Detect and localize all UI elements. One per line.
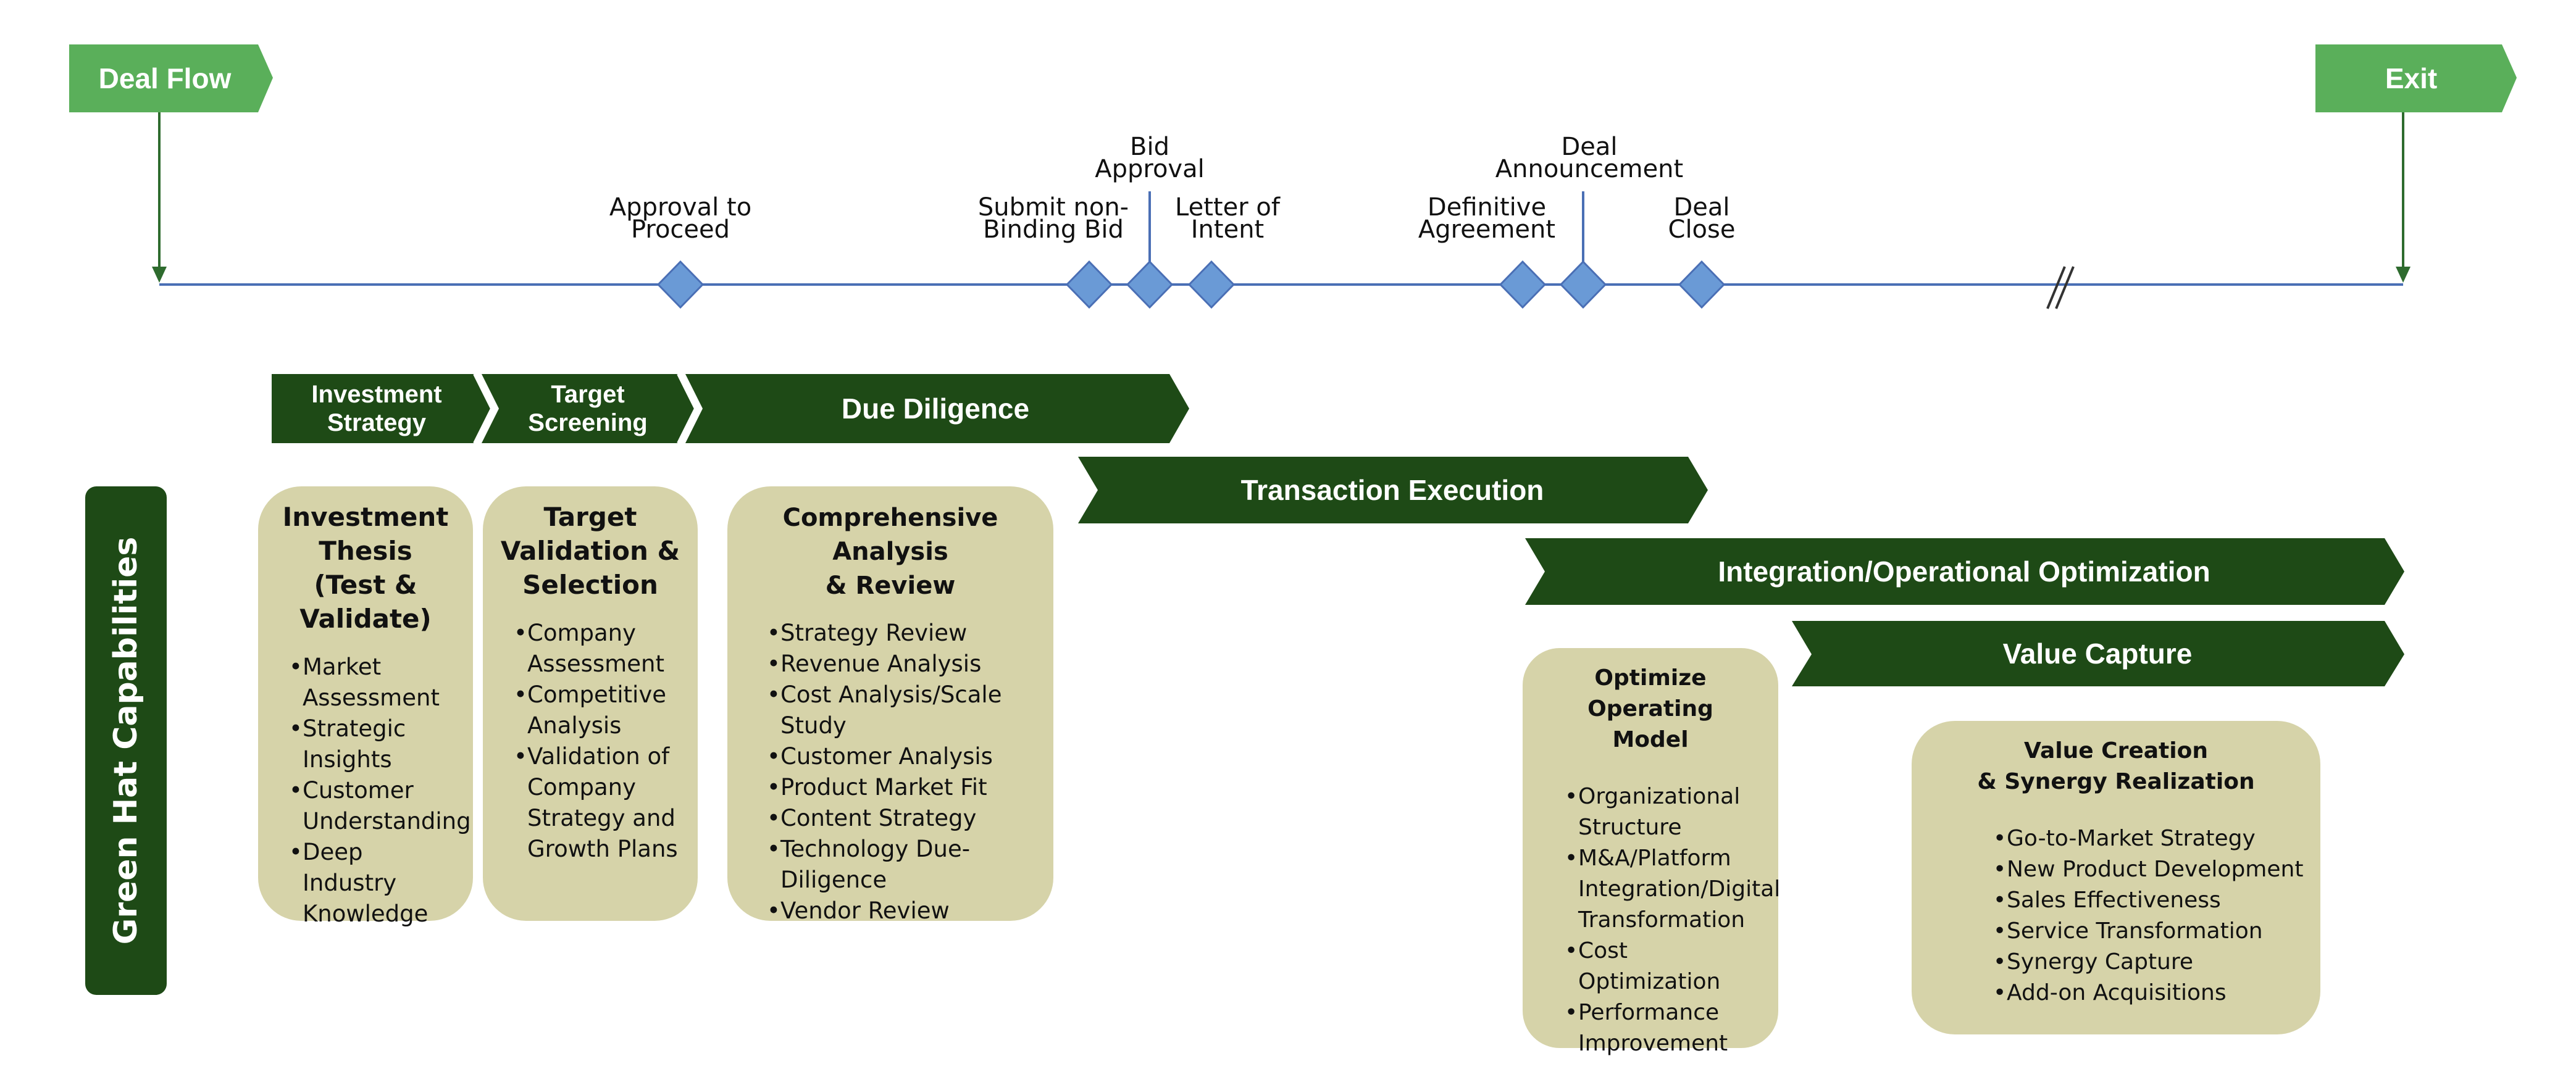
target-validation-card: Target Validation & Selection CompanyAss… [483,486,698,921]
deal-flow-label: Deal Flow [98,62,232,94]
list-item: New Product Development [1993,854,2308,885]
exit-flag [2315,44,2517,112]
submit-bid-diamond [1065,260,1113,309]
list-item: Add-on Acquisitions [1993,978,2308,1009]
definitive-agreement-diamond [1499,260,1547,309]
transaction-execution-arrow [1078,457,1708,523]
transaction-execution-phase: Transaction Execution [1240,474,1544,506]
separator-chevron-2 [677,373,697,444]
approval-to-proceed-label: Approval to Proceed [609,193,752,244]
card-list: Go-to-Market Strategy New Product Develo… [1993,823,2308,1009]
list-item: M&A/PlatformIntegration/DigitalTransform… [1565,843,1780,936]
list-item: Product Market Fit [767,772,1041,803]
card-title: Optimize Operating Model [1587,665,1713,752]
definitive-agreement-label: Definitive Agreement [1418,193,1556,244]
optimize-operating-model-card: Optimize Operating Model OrganizationalS… [1523,648,1780,1056]
capabilities-label: Green Hat Capabilities [107,536,144,945]
capabilities-bar: Green Hat Capabilities [85,486,167,995]
value-creation-card: Value Creation & Synergy Realization Go-… [1912,721,2320,1034]
letter-of-intent-label: Letter of Intent [1175,193,1280,244]
investment-strategy-arrow [272,374,491,443]
deal-flow-arrowhead [152,267,167,283]
investment-strategy-phase: Investment Strategy [311,381,442,436]
deal-announcement-label: Deal Announcement [1495,133,1684,183]
deal-flow-flag [69,44,273,112]
deal-close-diamond [1678,260,1726,309]
bid-approval-diamond [1126,260,1174,309]
list-item: Vendor Review [767,896,1041,926]
list-item: Strategy Review [767,618,1041,649]
list-item: Go-to-Market Strategy [1993,823,2308,854]
separator-chevron-1 [473,373,493,444]
card-title: Value Creation & Synergy Realization [1977,738,2255,794]
comprehensive-analysis-card: Comprehensive Analysis & Review Strategy… [727,486,1053,926]
card-title: Comprehensive Analysis & Review [782,504,998,600]
list-item: Synergy Capture [1993,947,2308,978]
list-item: Cost Optimization [1565,936,1768,997]
integration-phase: Integration/Operational Optimization [1718,555,2210,588]
investment-thesis-card: Investment Thesis (Test & Validate) Mark… [258,486,473,927]
deal-announcement-diamond [1559,260,1607,309]
timeline-break-mark-2 [2055,266,2075,309]
value-capture-phase: Value Capture [2002,638,2193,670]
deal-close-label: Deal Close [1668,193,1736,244]
due-diligence-arrow [685,374,1189,443]
submit-bid-label: Submit non- Binding Bid [977,193,1129,244]
timeline-break-mark-1 [2046,266,2066,309]
target-screening-arrow [482,374,695,443]
due-diligence-phase: Due Diligence [841,393,1030,425]
approval-to-proceed-diamond [656,260,705,309]
target-screening-phase: Target Screening [528,381,648,436]
list-item: Service Transformation [1993,916,2308,947]
card-list: Strategy Review Revenue Analysis Cost An… [767,618,1041,926]
list-item: Technology Due-Diligence [767,834,1041,896]
card-title: Investment Thesis (Test & Validate) [282,502,449,634]
bid-approval-label: Bid Approval [1095,133,1205,183]
exit-label: Exit [2385,62,2438,94]
value-capture-arrow [1792,621,2404,686]
integration-arrow [1525,538,2404,605]
exit-arrowhead [2396,267,2411,283]
list-item: Content Strategy [767,803,1041,834]
letter-of-intent-diamond [1187,260,1236,309]
list-item: Customer Analysis [767,741,1041,772]
list-item: Revenue Analysis [767,649,1041,680]
list-item: Sales Effectiveness [1993,885,2308,916]
card-title: Target Validation & Selection [500,502,680,600]
